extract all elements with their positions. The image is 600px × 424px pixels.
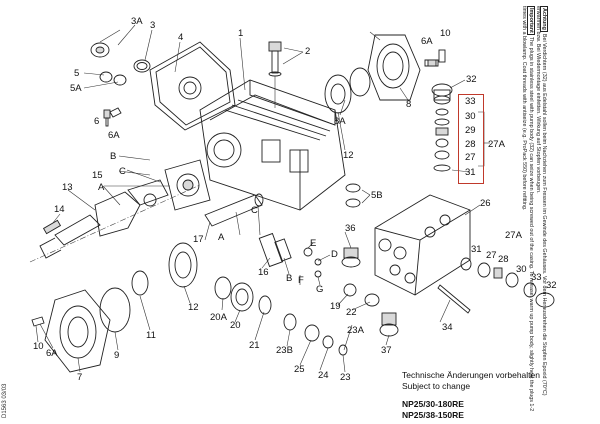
label-17: 17 [193,234,204,245]
label-b-top: B [110,151,116,162]
footer-note-de: Technische Änderungen vorbehalten [402,370,540,380]
label-5b: 5B [371,190,383,201]
label-d: D [331,249,338,260]
label-13: 13 [62,182,73,193]
label-2: 2 [305,46,310,57]
label-6a-bottom: 6A [46,348,58,359]
document-id: D1563 03/03 [2,383,8,418]
label-12-top: 12 [343,150,354,161]
label-26: 26 [480,198,491,209]
label-8: 8 [406,99,411,110]
label-a-top: A [98,182,105,193]
label-28-right: 28 [498,254,509,265]
leader-lines [35,24,490,373]
label-34: 34 [442,322,453,333]
label-24: 24 [318,370,329,381]
cover-screws-left [103,109,111,127]
label-a-mid: A [218,232,225,243]
crankcase-body [199,79,346,211]
seal-set-lower [214,276,348,356]
valve-kit-parts [433,108,451,172]
label-16: 16 [258,267,269,278]
footer-model-1: NP25/30-180RE [402,399,464,409]
label-27a-kit: 27A [488,139,506,150]
kit-label-31: 31 [465,167,476,178]
connecting-rod [164,159,211,211]
label-1: 1 [238,28,243,39]
label-5: 5 [74,68,79,79]
valve-row-right [460,257,555,308]
label-20: 20 [230,320,241,331]
rear-cover-assembly [90,41,236,131]
label-6a-right: 6A [421,36,433,47]
kit-label-28: 28 [465,139,476,150]
label-4: 4 [178,32,183,43]
service-notes: AchtungBei Verdichtern (32) aus Edelstah… [497,6,548,412]
oil-dipstick [268,41,282,108]
label-25: 25 [294,364,305,375]
label-10-top: 10 [440,28,451,39]
label-15: 15 [92,170,103,181]
label-9: 9 [114,350,119,361]
label-37: 37 [381,345,392,356]
label-31-right: 31 [471,244,482,255]
kit-label-29: 29 [465,125,476,136]
label-23a: 23A [347,325,365,336]
achtung-text: Bei Verdichtern (32) aus Edelstahl solle… [534,6,547,396]
kit-label-30: 30 [465,111,476,122]
label-b-mid: B [286,273,292,284]
label-6: 6 [94,116,99,127]
label-23b: 23B [276,345,293,356]
label-22: 22 [346,307,357,318]
pump-manifold [374,194,471,296]
label-33-right: 33 [531,272,542,283]
label-c-mid: C [251,205,258,216]
note-achtung: AchtungBei Verdichtern (32) aus Edelstah… [534,6,548,412]
label-6a-top: 6A [108,130,120,141]
footer-note-en: Subject to change [402,381,471,391]
label-5a: 5A [70,83,82,94]
label-32-right: 32 [546,280,557,291]
kit-label-33: 33 [465,96,476,107]
shaft-key [42,219,62,235]
footer-model-2: NP25/38-150RE [402,410,464,420]
label-32-top: 32 [466,74,477,85]
manifold-bolt [437,284,471,314]
label-e: E [310,238,316,249]
washers-5b [345,183,361,208]
small-plug-top-right [427,49,446,67]
bearing-lower [131,242,198,296]
label-c-top: C [119,166,126,177]
label-23: 23 [340,372,351,383]
important-text: The plugs in stainless steel with pump b… [521,6,534,412]
label-36: 36 [345,223,356,234]
label-8a: 8A [334,116,346,127]
kit-label-column: 33 30 29 28 27 31 [465,96,476,178]
label-f: F [298,275,304,286]
label-7: 7 [77,372,82,383]
important-tag: Important [526,6,535,35]
kit-label-27: 27 [465,152,476,163]
valve-plug-32 [431,83,453,105]
label-21: 21 [249,340,260,351]
footer-block: Technische Änderungen vorbehalten Subjec… [402,370,540,421]
label-g: G [316,284,323,295]
label-30-right: 30 [516,264,527,275]
label-3a: 3A [131,16,143,27]
part-labels: 3A 3 4 1 2 5 5A 6 6A 6A 10 32 8 8A 12 B … [33,16,557,383]
label-3: 3 [150,20,155,31]
label-19: 19 [330,301,341,312]
achtung-tag: Achtung [540,6,548,32]
valve-kit-highlight-box [458,94,484,184]
label-27a-right: 27A [505,230,523,241]
check-valve-parts [341,247,399,337]
label-11: 11 [146,330,156,341]
label-12-mid: 12 [188,302,199,313]
label-10-bottom: 10 [33,341,44,352]
label-27-right: 27 [486,250,497,261]
note-important: ImportantThe plugs in stainless steel wi… [521,6,535,412]
label-14: 14 [54,204,65,215]
label-20a: 20A [210,312,228,323]
